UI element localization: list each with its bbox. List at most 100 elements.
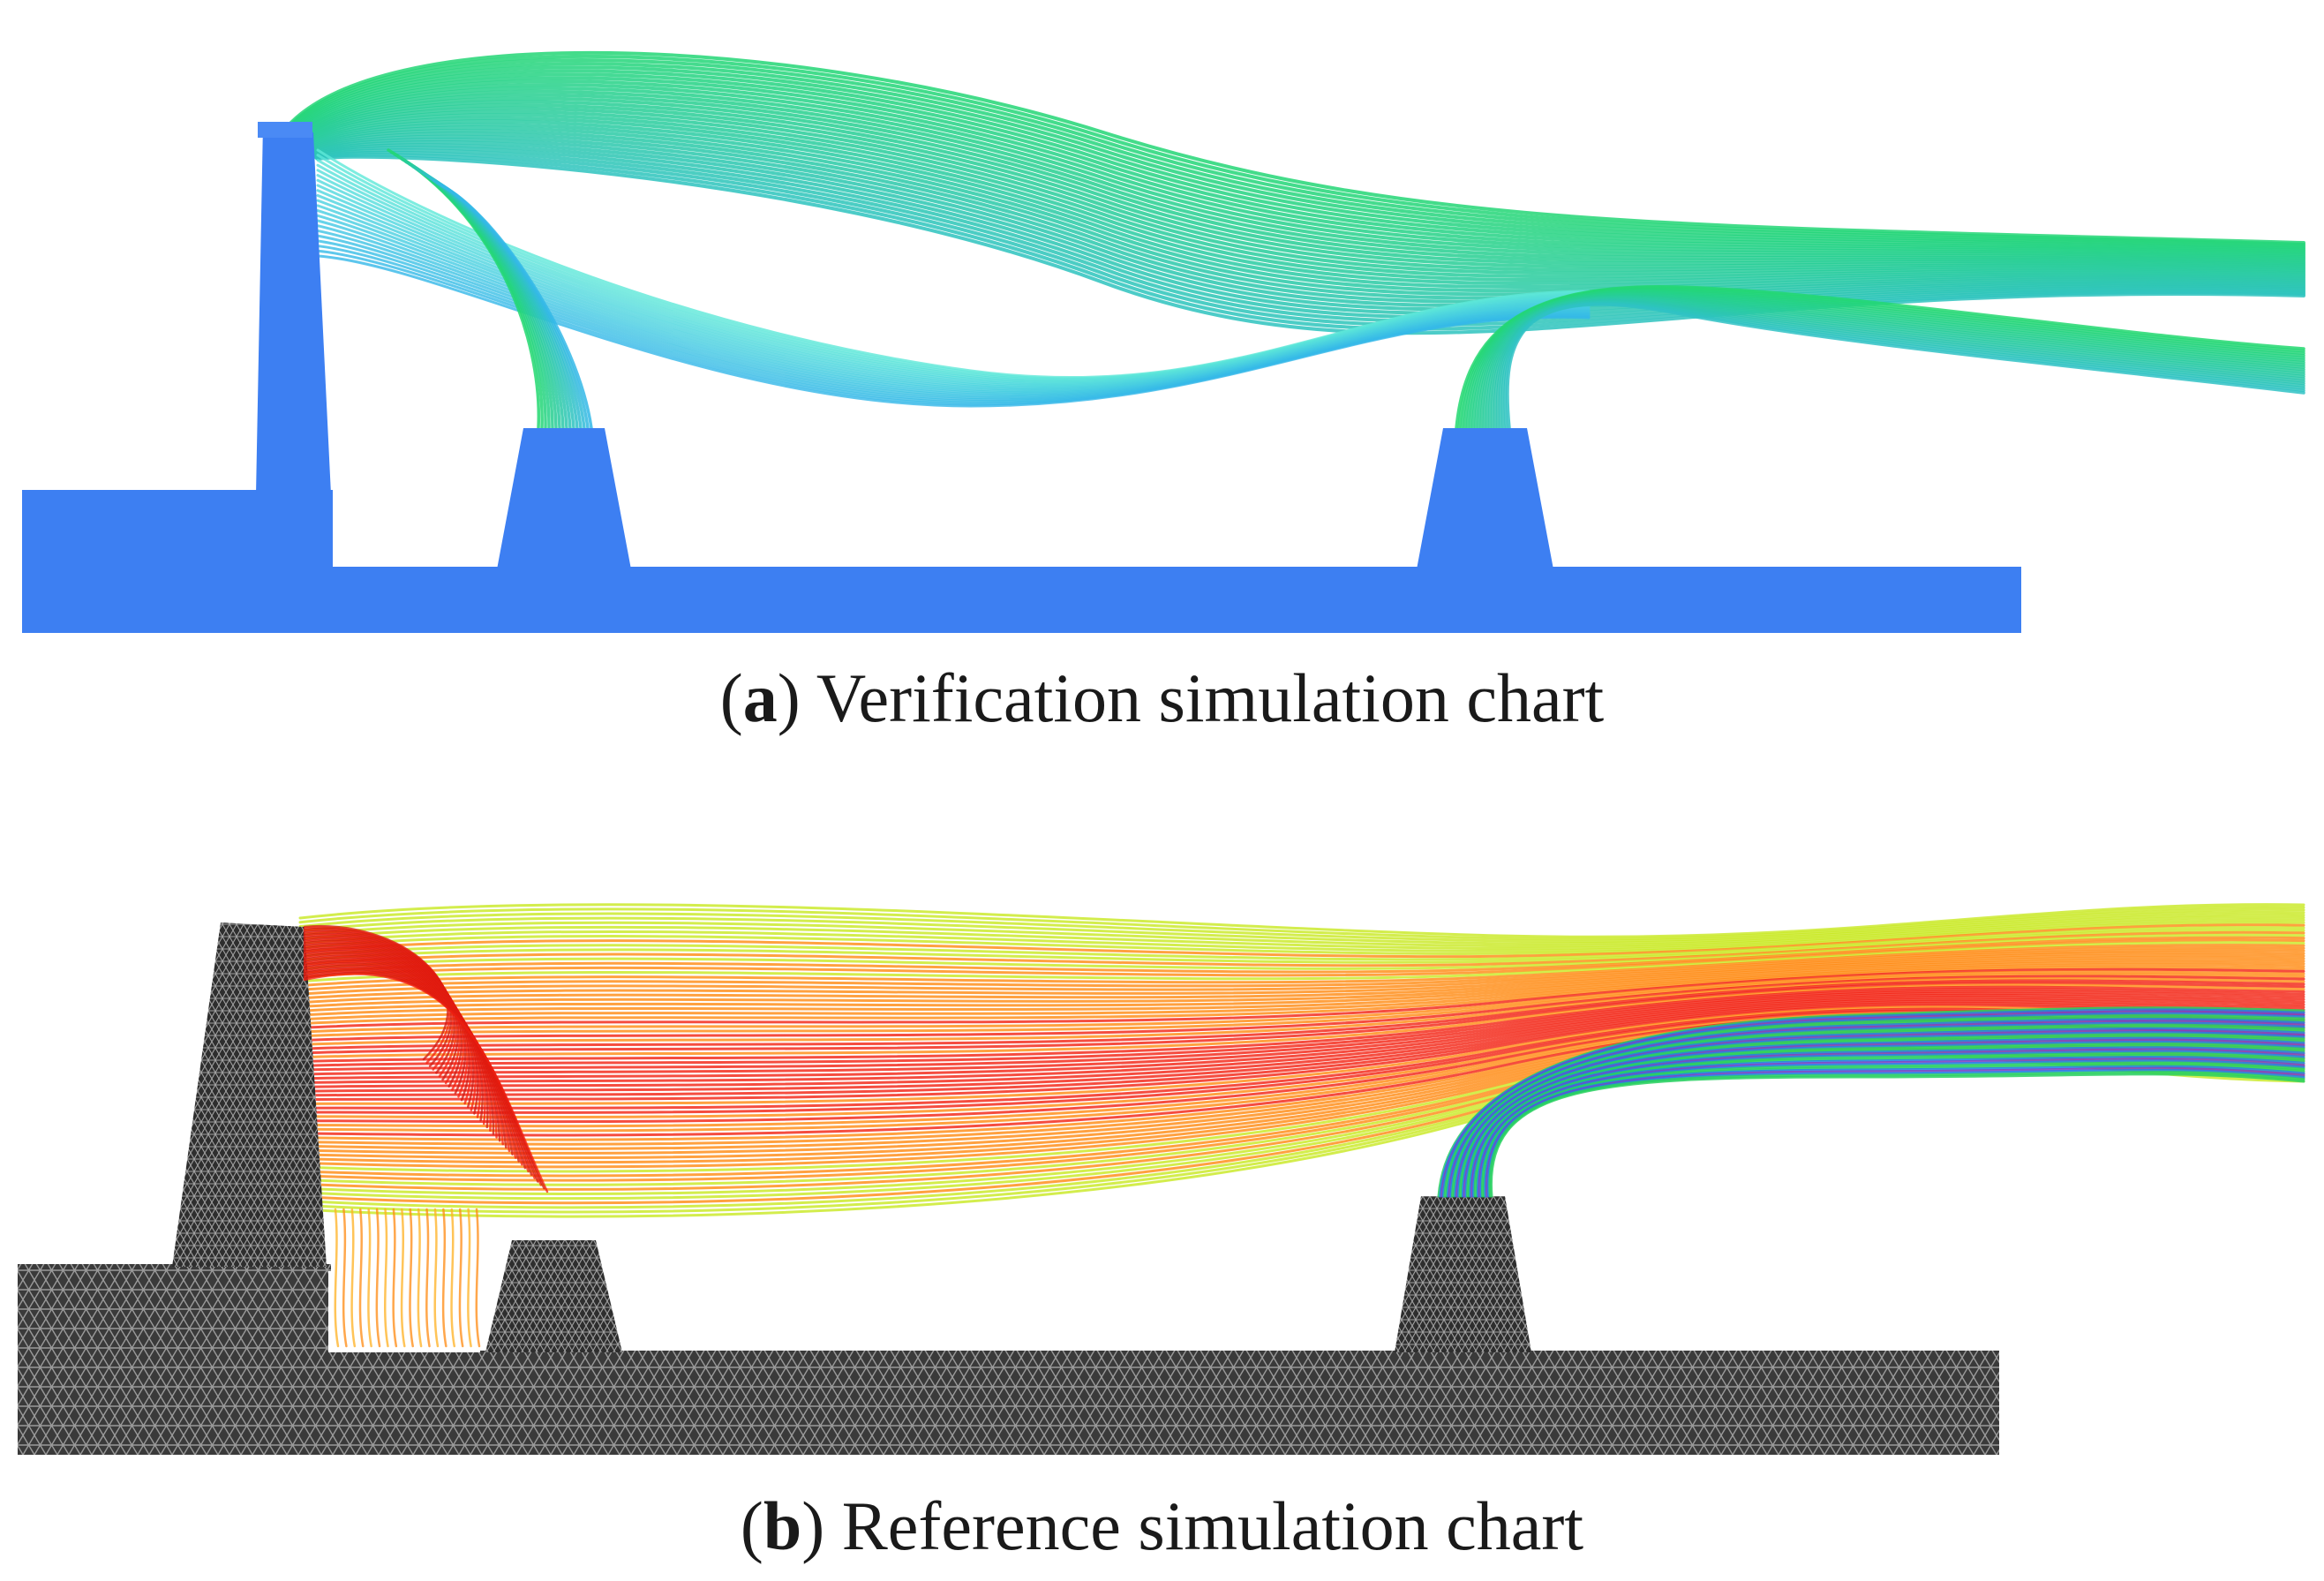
a-streamline-lower: [316, 254, 1591, 408]
b-streamline-band: [298, 972, 2305, 1038]
a-streamline-upper: [310, 143, 2305, 315]
a-streamline-upper: [286, 69, 2305, 253]
b-streamline-band: [298, 941, 2305, 983]
a-streamline-upper: [282, 58, 2305, 248]
reference-simulation-figure: [18, 903, 2305, 1455]
a-streamline-upper: [301, 116, 2305, 282]
b-streamline-band: [298, 998, 2305, 1088]
a-streamline-upper: [284, 65, 2305, 252]
b-streamline-cavity: [475, 1208, 481, 1348]
a-streamline-upper: [293, 93, 2305, 264]
b-streamline-band: [298, 976, 2305, 1046]
b-streamline-cavity: [383, 1208, 389, 1348]
b-streamline-cavity: [425, 1208, 431, 1348]
a-streamline-upper: [298, 109, 2305, 275]
b-streamline-band: [298, 945, 2305, 991]
panel-a-verification: (a) Verification simulation chart: [0, 0, 2324, 742]
caption-a: (a) Verification simulation chart: [719, 659, 1605, 736]
a-streamlines: [281, 50, 2305, 430]
b-streamline-stack2: [1488, 1071, 2305, 1198]
b-streamline-band: [298, 930, 2305, 967]
a-left-block: [22, 490, 333, 569]
a-streamline-upper: [299, 113, 2305, 279]
a-streamline-upper: [294, 96, 2305, 266]
a-streamline-upper: [304, 125, 2305, 293]
b-base-platform: [18, 1351, 1999, 1455]
b-streamline-band: [298, 951, 2305, 1000]
b-streamline-cavity: [433, 1208, 440, 1348]
b-streamline-band: [298, 956, 2305, 1008]
b-streamline-band: [298, 936, 2305, 975]
b-streamline-band: [298, 981, 2305, 1055]
caption-a-letter: a: [742, 659, 778, 736]
b-streamline-band: [298, 903, 2305, 938]
caption-b-letter: b: [763, 1487, 802, 1564]
a-streamline-upper: [305, 129, 2305, 297]
a-streamline-upper: [306, 132, 2305, 300]
a-stack-2: [1417, 428, 1553, 569]
b-streamline-cavity: [342, 1208, 348, 1348]
b-streamline-band: [298, 913, 2305, 948]
b-streamline-cavity: [400, 1208, 406, 1348]
b-stack-1: [485, 1240, 622, 1352]
a-streamline-upper: [288, 76, 2305, 256]
a-streamline-upper: [281, 50, 2305, 245]
b-streamline-cavity: [392, 1208, 398, 1348]
a-chimney-top: [258, 122, 312, 138]
b-streamline-band: [298, 948, 2305, 996]
b-streamline-cavity: [450, 1208, 456, 1348]
b-streamline-band: [298, 953, 2305, 1005]
b-streamline-band: [298, 915, 2305, 950]
a-streamline-upper: [292, 89, 2305, 262]
b-streamline-band: [298, 996, 2305, 1085]
a-streamline-upper: [297, 103, 2305, 269]
a-tall-chimney: [256, 124, 331, 494]
a-streamline-upper: [295, 100, 2305, 267]
a-streamline-stack2: [1506, 303, 2305, 430]
a-streamline-upper: [309, 140, 2305, 312]
b-streamline-band: [298, 958, 2305, 1013]
b-streamline-band: [298, 985, 2305, 1064]
b-streamline-band: [298, 990, 2305, 1072]
b-streamline-band: [298, 1001, 2305, 1097]
b-streamline-band: [298, 963, 2305, 1021]
b-streamline-band: [298, 970, 2305, 1034]
b-streamline-band: [298, 993, 2305, 1080]
b-streamline-band: [298, 907, 2305, 943]
b-streamline-band: [298, 906, 2305, 941]
b-streamline-band: [298, 933, 2305, 970]
b-streamline-band: [298, 967, 2305, 1029]
b-streamline-band: [298, 910, 2305, 945]
b-streamline-cavity: [467, 1208, 472, 1348]
b-streamline-band: [298, 975, 2305, 1043]
b-streamline-cavity: [358, 1208, 365, 1348]
b-streamlines-back: [298, 903, 2305, 1218]
a-streamline-stack1: [440, 184, 593, 430]
b-streamline-cavity: [375, 1208, 381, 1348]
a-streamline-upper: [289, 79, 2305, 258]
b-streamline-band: [298, 926, 2305, 961]
a-streamline-upper: [303, 123, 2305, 290]
a-streamline-upper: [297, 106, 2305, 272]
b-streamline-band: [298, 983, 2305, 1059]
b-streamline-band: [298, 918, 2305, 952]
caption-b-text: Reference simulation chart: [841, 1487, 1584, 1564]
b-left-block: [18, 1264, 331, 1356]
verification-simulation-figure: [22, 50, 2305, 633]
caption-b: (b) Reference simulation chart: [740, 1487, 1584, 1564]
b-streamlines-front: [303, 924, 2305, 1348]
a-streamline-upper: [307, 134, 2305, 304]
b-streamline-band: [298, 991, 2305, 1076]
b-streamline-band: [298, 966, 2305, 1026]
caption-a-text: Verification simulation chart: [816, 659, 1605, 736]
b-tall-chimney: [172, 922, 327, 1267]
a-streamline-upper: [308, 138, 2305, 308]
b-streamline-band: [298, 938, 2305, 979]
b-streamline-cavity: [409, 1208, 414, 1348]
b-streamline-band: [298, 1004, 2305, 1102]
b-streamline-band: [298, 960, 2305, 1017]
b-streamline-band: [298, 923, 2305, 959]
b-streamline-band: [298, 999, 2305, 1093]
a-streamline-upper: [283, 62, 2305, 250]
b-streamline-band: [298, 921, 2305, 955]
